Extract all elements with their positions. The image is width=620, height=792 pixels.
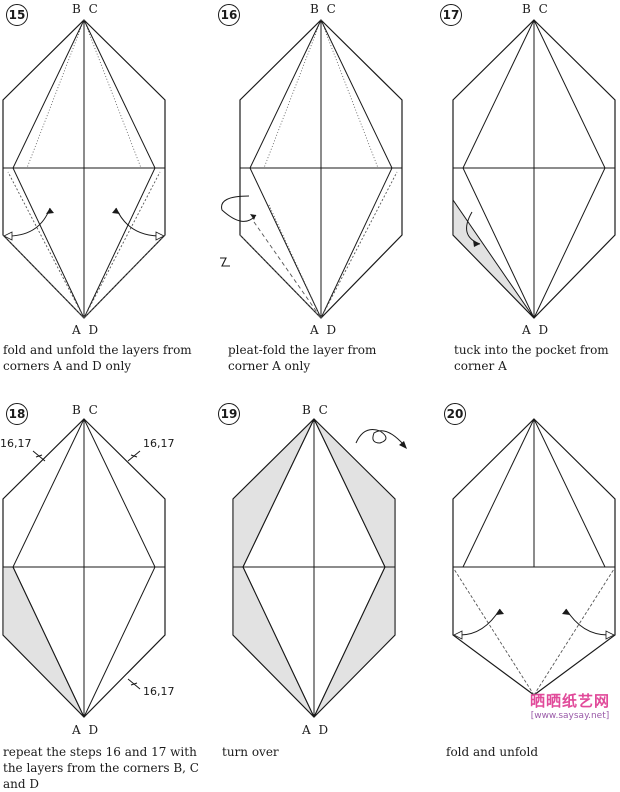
top-corner-label: B C <box>72 403 100 417</box>
step-number-badge: 18 <box>6 403 28 425</box>
step-18-panel: 18 B C 16,17 16,17 16,17 A D repeat the … <box>0 395 206 791</box>
step-20-diagram <box>452 418 616 696</box>
step-number-badge: 19 <box>218 403 240 425</box>
step-number-badge: 20 <box>444 403 466 425</box>
watermark-title: 晒晒纸艺网 <box>529 692 610 710</box>
step-caption: repeat the steps 16 and 17 with the laye… <box>3 745 199 791</box>
bottom-corner-label: A D <box>72 323 101 337</box>
step-caption: pleat-fold the layer from corner A only <box>228 343 377 373</box>
step-number-badge: 16 <box>218 4 240 26</box>
step-number-badge: 15 <box>6 4 28 26</box>
bottom-corner-label: A D <box>302 723 331 737</box>
bottom-corner-label: A D <box>72 723 101 737</box>
site-watermark: 晒晒纸艺网 [www.saysay.net] <box>530 690 610 721</box>
step-20-panel: 20 fold and unfold <box>414 395 620 790</box>
watermark-url: [www.saysay.net] <box>530 711 610 721</box>
step-caption: tuck into the pocket from corner A <box>454 343 609 373</box>
step-number-badge: 17 <box>440 4 462 26</box>
repeat-step-reference: 16,17 <box>143 685 175 698</box>
step-17-panel: 17 B C A D tuck into the pocket from cor… <box>414 0 620 395</box>
top-corner-label: B C <box>522 2 550 16</box>
step-19-diagram <box>232 418 407 718</box>
step-16-panel: 16 B C A D pleat-fold the layer from cor… <box>214 0 420 395</box>
step-15-panel: 15 B C A D fold and unfold the layers fr… <box>0 0 206 395</box>
top-corner-label: B C <box>72 2 100 16</box>
step-18-diagram <box>2 418 166 718</box>
step-caption: turn over <box>222 745 279 759</box>
repeat-step-reference: 16,17 <box>0 437 32 450</box>
step-caption: fold and unfold <box>446 745 539 759</box>
top-corner-label: B C <box>310 2 338 16</box>
step-19-panel: 19 B C A D turn over <box>214 395 420 790</box>
step-16-diagram <box>220 19 403 319</box>
bottom-corner-label: A D <box>310 323 339 337</box>
top-corner-label: B C <box>302 403 330 417</box>
repeat-step-reference: 16,17 <box>143 437 175 450</box>
bottom-corner-label: A D <box>522 323 551 337</box>
step-15-diagram <box>2 19 166 319</box>
step-17-diagram <box>452 19 616 319</box>
step-caption: fold and unfold the layers from corners … <box>3 343 192 373</box>
